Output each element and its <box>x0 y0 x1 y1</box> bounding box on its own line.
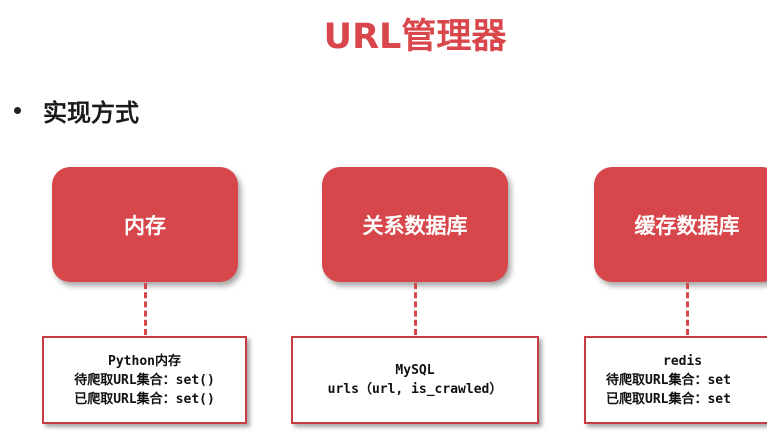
bullet-text: 实现方式 <box>43 98 139 127</box>
cache-db-note-line-1: redis <box>663 353 703 369</box>
memory-note: Python内存 待爬取URL集合：set() 已爬取URL集合：set() <box>42 336 247 424</box>
bullet-dot <box>14 106 21 114</box>
cache-db-note-line-2: 待爬取URL集合：set <box>606 372 731 388</box>
memory-note-line-3: 已爬取URL集合：set() <box>74 391 215 407</box>
relational-db-box: 关系数据库 <box>322 167 508 282</box>
memory-note-line-2: 待爬取URL集合：set() <box>74 372 215 388</box>
relational-db-note: MySQL urls（url, is_crawled） <box>291 336 539 424</box>
bullet-item: 实现方式 <box>14 92 139 128</box>
memory-note-line-1: Python内存 <box>108 353 181 369</box>
memory-connector <box>144 283 147 335</box>
cache-db-connector <box>686 283 689 335</box>
page-title: URL管理器 <box>323 17 507 57</box>
memory-box: 内存 <box>52 167 238 282</box>
cache-db-box: 缓存数据库 <box>594 167 767 282</box>
cache-db-note-line-3: 已爬取URL集合：set <box>606 391 731 407</box>
relational-db-note-line-1: MySQL <box>395 363 435 378</box>
relational-db-note-line-2: urls（url, is_crawled） <box>327 382 503 397</box>
cache-db-note: redis 待爬取URL集合：set 已爬取URL集合：set <box>584 336 767 424</box>
relational-db-connector <box>414 283 417 335</box>
